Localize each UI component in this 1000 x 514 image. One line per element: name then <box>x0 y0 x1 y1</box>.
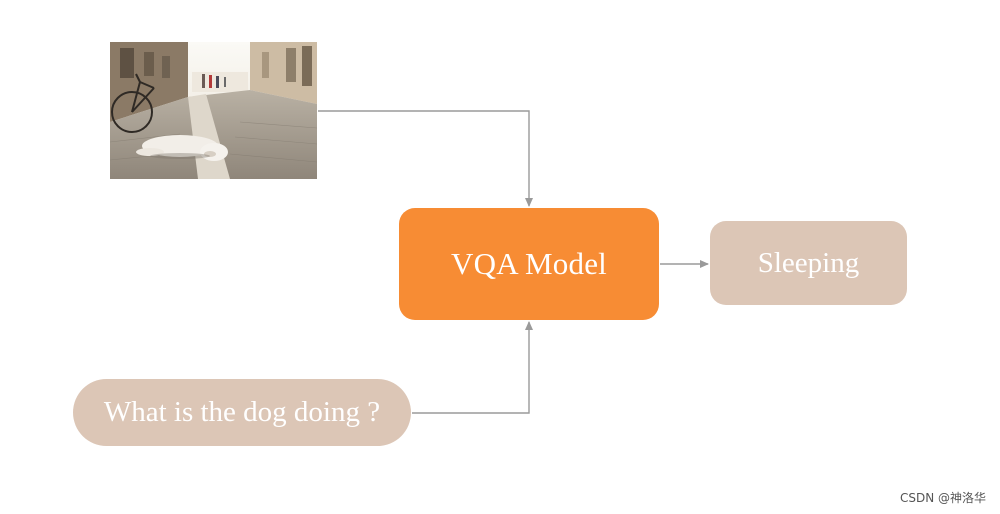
question-to-model-arrow <box>412 321 533 414</box>
vqa-model-box: VQA Model <box>399 208 659 320</box>
street-photo-illustration <box>110 42 317 179</box>
answer-output-box: Sleeping <box>710 221 907 305</box>
question-label: What is the dog doing ? <box>103 396 381 428</box>
input-image <box>110 42 317 179</box>
question-input-box: What is the dog doing ? <box>73 379 411 446</box>
answer-label: Sleeping <box>757 246 860 279</box>
watermark: CSDN @神洛华 <box>899 491 986 505</box>
vqa-model-label: VQA Model <box>451 246 607 281</box>
image-to-model-arrow <box>318 110 533 207</box>
